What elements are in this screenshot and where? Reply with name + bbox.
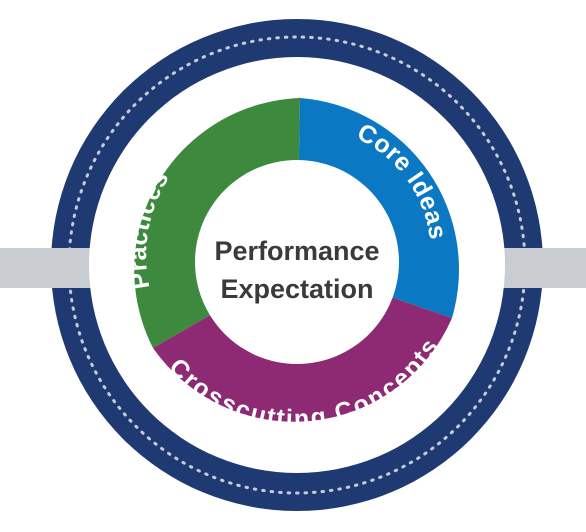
center-label-line1: Performance <box>214 236 379 266</box>
center-label-line2: Expectation <box>220 274 373 304</box>
center-circle <box>195 160 399 364</box>
dotted-ring <box>67 35 527 495</box>
